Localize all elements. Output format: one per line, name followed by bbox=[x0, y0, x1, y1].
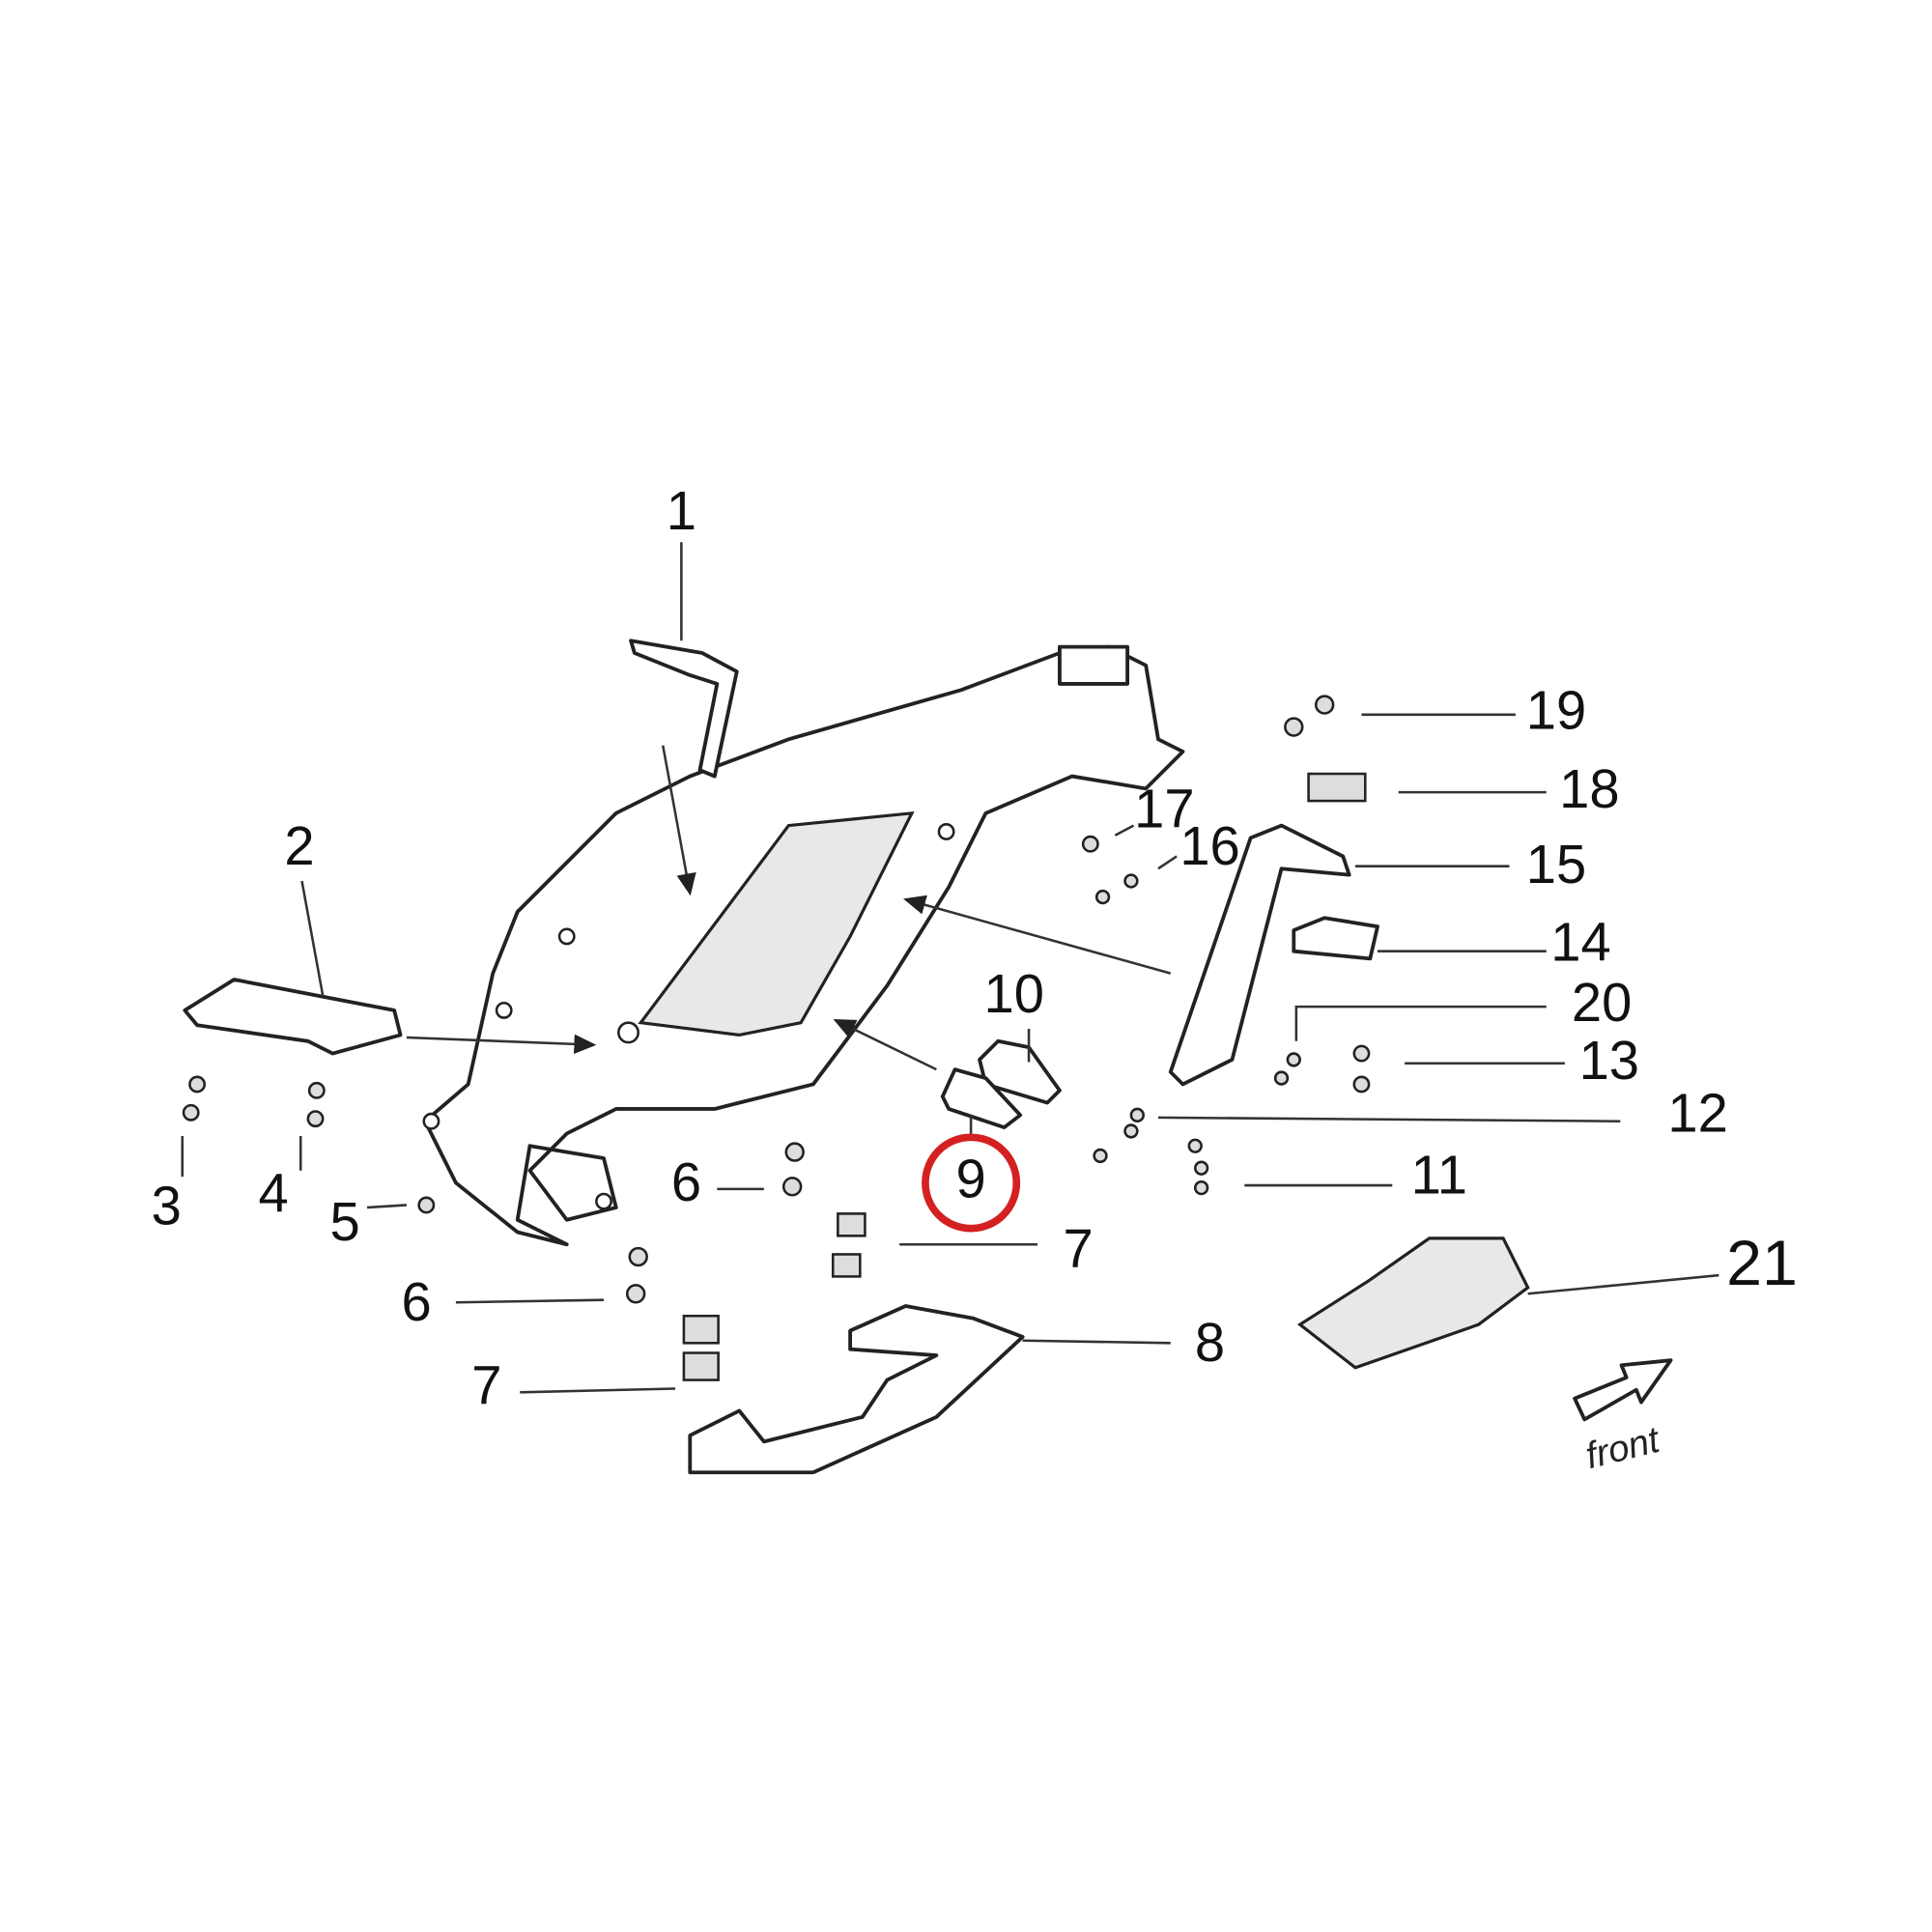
label-part-7: 7 bbox=[1063, 1218, 1093, 1279]
label-part-16: 16 bbox=[1179, 815, 1239, 876]
label-part-15: 15 bbox=[1526, 834, 1586, 895]
part-14-block bbox=[1292, 916, 1379, 961]
fasteners bbox=[182, 695, 1371, 1381]
label-part-21: 21 bbox=[1726, 1228, 1798, 1299]
label-part-20: 20 bbox=[1572, 972, 1632, 1033]
label-part-9: 9 bbox=[955, 1148, 985, 1208]
label-part-4: 4 bbox=[259, 1163, 289, 1224]
part-8-skid bbox=[688, 1304, 1025, 1475]
label-part-8: 8 bbox=[1195, 1312, 1225, 1373]
label-part-12: 12 bbox=[1667, 1083, 1727, 1144]
label-part-10: 10 bbox=[984, 963, 1044, 1024]
label-part-3: 3 bbox=[152, 1175, 182, 1236]
label-part-19: 19 bbox=[1526, 680, 1586, 741]
part-9-bracket bbox=[940, 1067, 1023, 1130]
part-15-rail bbox=[1168, 823, 1351, 1087]
label-part-5: 5 bbox=[330, 1191, 360, 1252]
leader-lines bbox=[181, 542, 1719, 1394]
label-part-6: 6 bbox=[402, 1271, 432, 1332]
label-part-2: 2 bbox=[284, 815, 314, 876]
part-labels: 1 2 3 4 5 6 6 7 7 8 9 10 11 12 13 14 15 … bbox=[152, 480, 1798, 1416]
label-part-1: 1 bbox=[667, 480, 696, 541]
front-label: front bbox=[1581, 1419, 1664, 1478]
highlight-circle bbox=[922, 1133, 1021, 1233]
label-part-17: 17 bbox=[1134, 779, 1194, 839]
part-1-bracket bbox=[629, 639, 739, 779]
label-part-11: 11 bbox=[1411, 1144, 1467, 1205]
label-part-13: 13 bbox=[1579, 1030, 1639, 1091]
part-2-plate bbox=[183, 978, 403, 1056]
label-part-14: 14 bbox=[1550, 911, 1610, 972]
label-part-7: 7 bbox=[471, 1355, 501, 1416]
label-part-6: 6 bbox=[671, 1151, 701, 1212]
main-frame bbox=[422, 644, 1185, 1247]
part-21-guard bbox=[1296, 1236, 1530, 1370]
front-arrow: front bbox=[1573, 1358, 1673, 1478]
label-part-18: 18 bbox=[1559, 758, 1619, 819]
